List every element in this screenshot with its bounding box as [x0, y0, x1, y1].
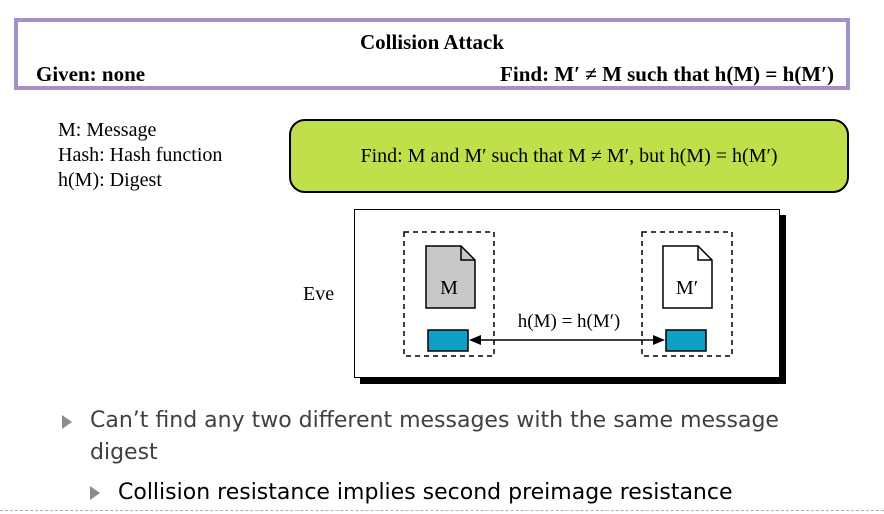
bullet-sub: Collision resistance implies second prei…: [90, 479, 830, 507]
bullet-main-text: Can’t find any two different messages wi…: [90, 408, 779, 465]
divider: [0, 510, 884, 511]
header-box: Collision Attack Given: none Find: M′ ≠ …: [14, 18, 850, 90]
goal-box: Find: M and M′ such that M ≠ M′, but h(M…: [289, 119, 849, 193]
legend-item-hash: Hash: Hash function: [58, 144, 223, 166]
message-right-label: M′: [676, 277, 698, 299]
message-left-label: M: [440, 277, 458, 299]
right-dashed-frame: [641, 231, 733, 357]
goal-text: Find: M and M′ such that M ≠ M′, but h(M…: [360, 144, 778, 167]
bullet-sub-text: Collision resistance implies second prei…: [118, 480, 733, 505]
document-icon-right: [662, 245, 713, 309]
relation-label: h(M) = h(M′): [518, 311, 620, 332]
document-icon-left: [425, 245, 476, 309]
legend: M: Message Hash: Hash function h(M): Dig…: [58, 118, 222, 193]
header-given: Given: none: [36, 62, 146, 86]
legend-item-digest: h(M): Digest: [58, 169, 162, 191]
arrow-head-left-icon: [469, 335, 481, 345]
bullet-main: Can’t find any two different messages wi…: [62, 405, 830, 469]
scene-panel: M M′ h(M) = h(M′): [354, 209, 780, 378]
digest-box-right: [665, 329, 707, 352]
header-find: Find: M′ ≠ M such that h(M) = h(M′): [500, 62, 834, 86]
arrow-head-right-icon: [653, 335, 665, 345]
digest-box-left: [427, 329, 469, 352]
header-title: Collision Attack: [359, 30, 505, 54]
bullet-triangle-icon: [90, 486, 100, 500]
bullet-list: Can’t find any two different messages wi…: [62, 405, 830, 507]
left-dashed-frame: [403, 231, 495, 357]
actor-label: Eve: [303, 283, 335, 305]
scene-diagram: M M′ h(M) = h(M′): [403, 231, 733, 357]
bullet-triangle-icon: [62, 415, 72, 429]
legend-item-message: M: Message: [58, 119, 157, 141]
